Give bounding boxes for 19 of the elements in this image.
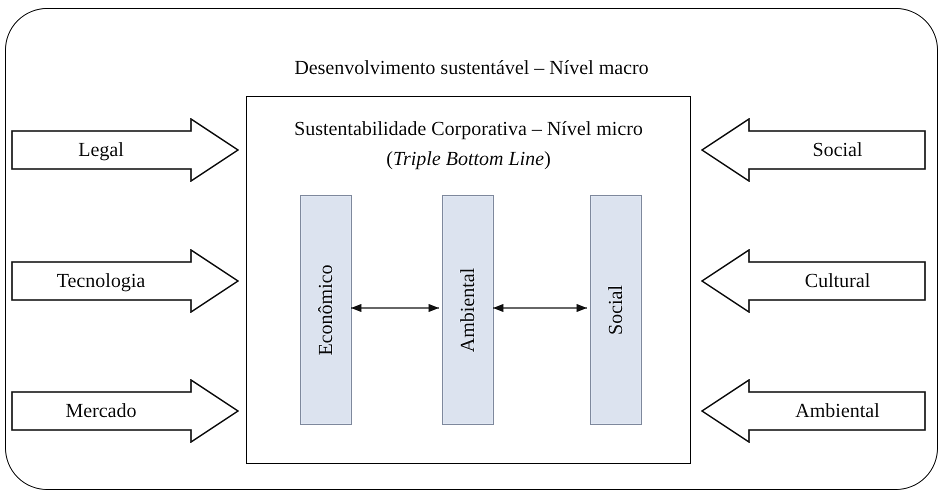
pillar-label: Social (604, 285, 628, 335)
inner-box (246, 96, 691, 464)
arrow-label: Ambiental (795, 399, 880, 423)
pillar-box (590, 195, 642, 425)
double-arrow (493, 304, 587, 312)
rounded-frame (5, 8, 938, 490)
arrow-label: Cultural (804, 269, 870, 293)
pillar-label: Econômico (314, 264, 338, 356)
double-arrow (351, 304, 439, 312)
arrow-label: Legal (78, 138, 124, 162)
pillar-box (442, 195, 494, 425)
pillar-label: Ambiental (456, 268, 480, 352)
arrow-label: Mercado (65, 399, 137, 423)
pillar-box (300, 195, 352, 425)
arrow-label: Tecnologia (56, 269, 146, 293)
box-title: Sustentabilidade Corporativa – Nível micro (294, 117, 643, 141)
arrow-label: Social (812, 138, 862, 162)
box-title: Desenvolvimento sustentável – Nível macro (294, 56, 649, 80)
box-subtitle: (Triple Bottom Line) (386, 147, 551, 171)
